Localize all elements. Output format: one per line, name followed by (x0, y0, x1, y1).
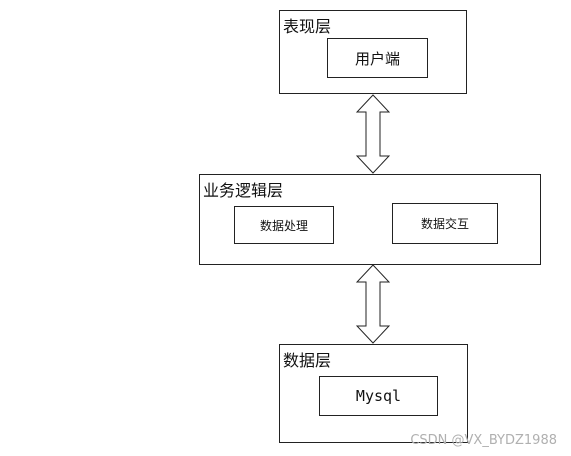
double-arrow-icon-bottom (356, 264, 390, 344)
mysql-box: Mysql (319, 376, 438, 416)
data-layer-title: 数据层 (283, 351, 332, 370)
data-interaction-box: 数据交互 (392, 203, 498, 244)
data-processing-box: 数据处理 (234, 206, 334, 244)
business-logic-layer: 业务逻辑层 数据处理 数据交互 (199, 174, 541, 265)
client-box: 用户端 (327, 38, 428, 78)
watermark-text: CSDN @VX_BYDZ1988 (410, 433, 557, 448)
double-arrow-icon-top (356, 94, 390, 174)
business-logic-layer-title: 业务逻辑层 (203, 181, 284, 200)
data-layer: 数据层 Mysql (279, 344, 468, 443)
presentation-layer: 表现层 用户端 (279, 10, 467, 94)
presentation-layer-title: 表现层 (283, 17, 332, 36)
